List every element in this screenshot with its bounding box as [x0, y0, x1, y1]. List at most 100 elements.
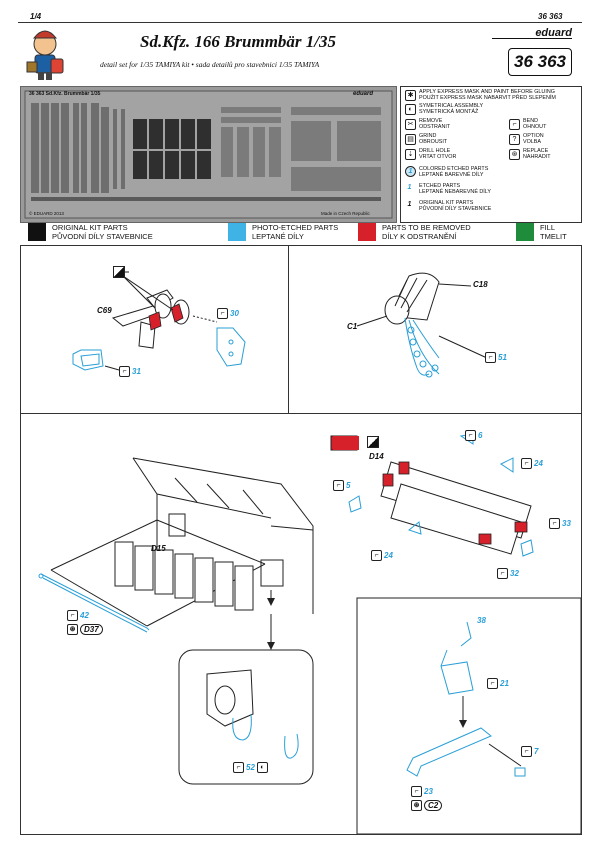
bend-icon: ⌐	[487, 678, 498, 689]
fret-image: 36 363 Sd.Kfz. Brummbär 1/35 eduard © ED…	[20, 86, 397, 223]
label-d15: D15	[151, 544, 166, 553]
part-42-label: 42	[80, 611, 89, 620]
callout-24b: ⌐24	[371, 550, 393, 561]
bend-icon: ⌐	[465, 430, 476, 441]
part-32-label: 32	[510, 569, 519, 578]
callout-d37: ⊛D37	[67, 624, 103, 635]
bend-icon: ⌐	[497, 568, 508, 579]
legend-grind: GRIND OBROUSIT	[419, 133, 448, 145]
part-24-label: 24	[384, 551, 393, 560]
etched-parts-icon: 1	[405, 183, 414, 192]
bend-icon: ⌐	[217, 308, 228, 319]
mascot-logo	[22, 26, 68, 82]
legend-original-parts: ORIGINAL KIT PARTS PŮVODNÍ DÍLY STAVEBNI…	[419, 200, 492, 212]
removed-part-d14	[333, 436, 359, 450]
kit-number: 36 363	[508, 48, 572, 76]
callout-23: ⌐23	[411, 786, 433, 797]
kit-number-small: 36 363	[538, 12, 563, 21]
part-21-label: 21	[500, 679, 509, 688]
legend-symmetrical: SYMETRICAL ASSEMBLY SYMETRICKÁ MONTÁŽ	[419, 103, 484, 115]
bend-icon: ⌐	[411, 786, 422, 797]
grind-icon	[367, 436, 379, 448]
express-mask-icon: ✱	[405, 90, 416, 101]
replace-icon: ⊛	[67, 624, 78, 635]
color-label-etched: PHOTO-ETCHED PARTS LEPTANÉ DÍLY	[252, 223, 339, 241]
legend-remove: REMOVE ODSTRANIT	[419, 118, 451, 130]
callout-31: ⌐31	[119, 366, 141, 377]
color-label-remove: PARTS TO BE REMOVED DÍLY K ODSTRANĚNÍ	[382, 223, 471, 241]
colored-parts-icon: 1	[405, 166, 416, 177]
part-33-label: 33	[562, 519, 571, 528]
swatch-original	[28, 223, 46, 241]
bend-icon: ⌐	[509, 119, 520, 130]
callout-30: ⌐30	[217, 308, 239, 319]
part-5-label: 5	[346, 481, 351, 490]
drill-icon: ⇣	[405, 149, 416, 160]
page-number: 1/4	[30, 12, 42, 21]
callout-33: ⌐33	[549, 518, 571, 529]
bend-icon: ⌐	[521, 746, 532, 757]
part-c2-label: C2	[424, 800, 443, 811]
part-51-label: 51	[498, 353, 507, 362]
bend-icon: ⌐	[119, 366, 130, 377]
bend-icon: ⌐	[521, 458, 532, 469]
callout-5: ⌐5	[333, 480, 350, 491]
part-24-label: 24	[534, 459, 543, 468]
bend-icon: ⌐	[485, 352, 496, 363]
remove-icon: ✂	[405, 119, 416, 130]
bend-icon: ⌐	[549, 518, 560, 529]
label-d14: D14	[369, 452, 384, 461]
step-panel-3: D14 D15 ⌐6 ⌐24 ⌐5 ⌐33 ⌐24 ⌐32 ⌐42 ⊛D37 ⌐…	[20, 413, 582, 835]
swatch-etched	[228, 223, 246, 241]
label-38: 38	[477, 616, 486, 625]
legend-option: OPTION VOLBA	[523, 133, 544, 145]
label-c18: C18	[473, 280, 488, 289]
grind-icon: ▤	[405, 134, 416, 145]
callout-c2: ⊛C2	[411, 800, 443, 811]
original-parts-icon: 1	[405, 200, 414, 209]
step-panel-2: C18 C1 ⌐51	[288, 245, 582, 415]
part-30-label: 30	[230, 309, 239, 318]
symmetrical-icon: ◐	[256, 762, 268, 773]
fret-label: 36 363 Sd.Kfz. Brummbär 1/35	[29, 91, 101, 97]
part-52-label: 52	[246, 763, 255, 772]
part-6-label: 6	[478, 431, 483, 440]
replace-icon: ⊛	[509, 149, 520, 160]
part-d37-label: D37	[80, 624, 103, 635]
step-panel-1: C69 ⌐30 ⌐31	[20, 245, 290, 415]
header-rule	[18, 22, 582, 23]
bend-icon: ⌐	[67, 610, 78, 621]
callout-32: ⌐32	[497, 568, 519, 579]
legend-etched-parts: ETCHED PARTS LEPTANÉ NEBAREVNÉ DÍLY	[419, 183, 491, 195]
label-c1: C1	[347, 322, 358, 331]
callout-7: ⌐7	[521, 746, 538, 757]
grind-icon	[113, 266, 125, 278]
fret-made-in: Made in Czech Republic	[321, 211, 370, 216]
legend-replace: REPLACE NAHRADIT	[523, 148, 551, 160]
callout-51: ⌐51	[485, 352, 507, 363]
bend-icon: ⌐	[233, 762, 244, 773]
option-icon: ?	[509, 134, 520, 145]
callout-52: ⌐52◐	[233, 762, 268, 773]
color-label-original: ORIGINAL KIT PARTS PŮVODNÍ DÍLY STAVEBNI…	[52, 223, 153, 241]
symmetrical-icon: ◐	[405, 104, 416, 115]
step1-drawing	[72, 271, 246, 371]
part-31-label: 31	[132, 367, 141, 376]
fret-copyright: © EDUARD 2013	[29, 211, 64, 216]
callout-24a: ⌐24	[521, 458, 543, 469]
legend-bend: BEND OHNOUT	[523, 118, 547, 130]
legend-express-mask: APPLY EXPRESS MASK AND PAINT BEFORE GLUI…	[419, 89, 556, 101]
page-subtitle: detail set for 1/35 TAMIYA kit • sada de…	[100, 60, 320, 69]
bend-icon: ⌐	[333, 480, 344, 491]
swatch-fill	[516, 223, 534, 241]
legend-drill: DRILL HOLE VRTAT OTVOR	[419, 148, 457, 160]
callout-6: ⌐6	[465, 430, 482, 441]
color-label-fill: FILL TMELIT	[540, 223, 567, 241]
callout-21: ⌐21	[487, 678, 509, 689]
legend-box: ✱ APPLY EXPRESS MASK AND PAINT BEFORE GL…	[400, 86, 582, 223]
bend-icon: ⌐	[371, 550, 382, 561]
part-7-label: 7	[534, 747, 539, 756]
swatch-remove	[358, 223, 376, 241]
page-title: Sd.Kfz. 166 Brummbär 1/35	[140, 32, 337, 51]
label-c69: C69	[97, 306, 112, 315]
